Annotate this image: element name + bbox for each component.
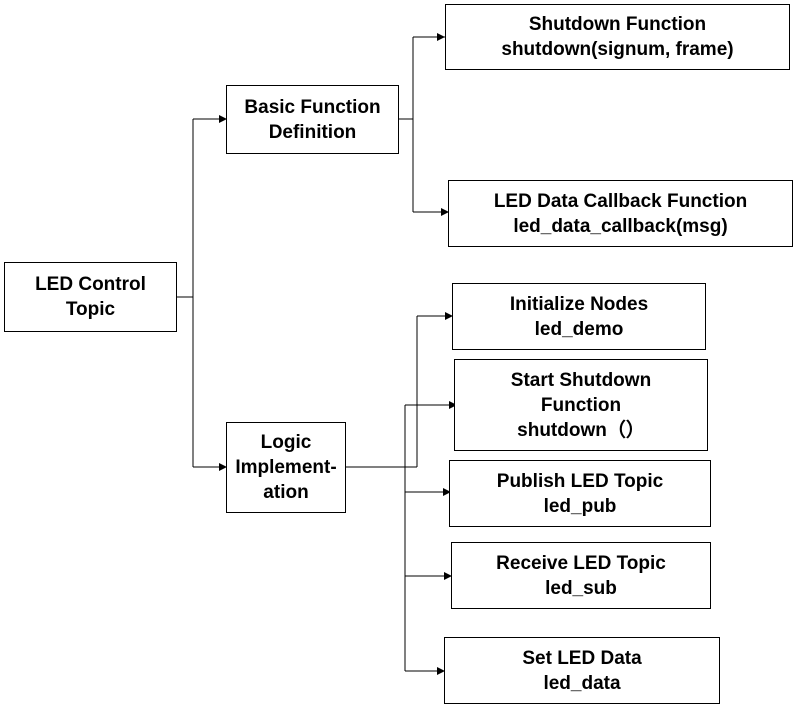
node-line: led_data_callback(msg) (513, 215, 728, 237)
node-line: Start Shutdown (510, 369, 652, 391)
logic-implementation-box: Logic Implement- ation (226, 422, 346, 513)
node-line: led_data (543, 672, 621, 694)
node-line: Logic (260, 432, 312, 453)
led-control-topic-box: LED Control Topic (4, 262, 177, 332)
node-line: Shutdown Function (528, 14, 707, 35)
set-led-data-box: Set LED Data led_data (444, 637, 720, 704)
node-line: led_demo (534, 318, 624, 340)
basic-function-definition-box: Basic Function Definition (226, 85, 399, 154)
node-line: Function (540, 394, 622, 416)
node-line: LED Control (35, 274, 146, 295)
node-line: LED Data Callback Function (493, 190, 748, 212)
node-line: led_pub (543, 495, 617, 517)
node-line: ation (263, 482, 309, 503)
node-line: led_sub (545, 577, 617, 599)
node-line: Initialize Nodes (509, 293, 649, 315)
receive-led-topic-box: Receive LED Topic led_sub (451, 542, 711, 609)
node-line: Receive LED Topic (496, 552, 666, 574)
node-line: Implement- (235, 457, 337, 478)
start-shutdown-function-box: Start Shutdown Function shutdown（） (454, 359, 708, 451)
led-data-callback-box: LED Data Callback Function led_data_call… (448, 180, 793, 247)
node-line: Topic (65, 299, 116, 320)
node-line: Set LED Data (522, 647, 642, 669)
node-line: Publish LED Topic (496, 470, 664, 492)
node-line: Definition (268, 121, 357, 143)
node-line: shutdown（） (517, 419, 645, 441)
shutdown-function-box: Shutdown Function shutdown(signum, frame… (445, 4, 790, 70)
publish-led-topic-box: Publish LED Topic led_pub (449, 460, 711, 527)
node-line: Basic Function (244, 96, 381, 118)
node-line: shutdown(signum, frame) (501, 39, 734, 60)
initialize-nodes-box: Initialize Nodes led_demo (452, 283, 706, 350)
